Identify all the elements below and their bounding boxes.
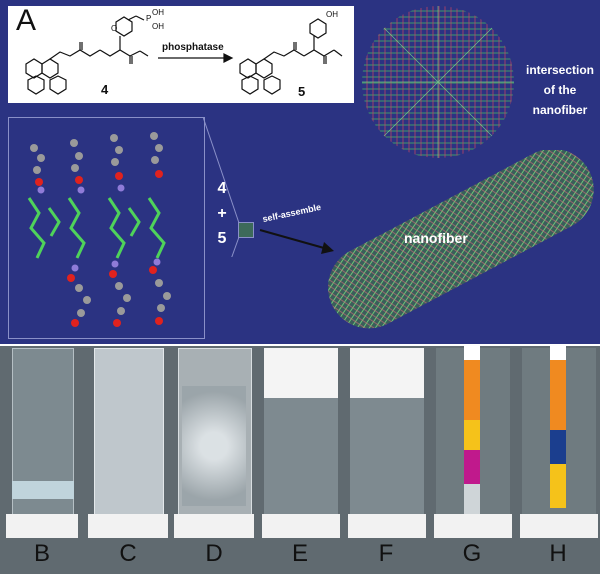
intersection-label: intersection of the nanofiber xyxy=(525,63,594,117)
vial-b-gel xyxy=(12,481,74,499)
vial-d-label: D xyxy=(205,540,223,567)
vial-c-cap xyxy=(88,514,168,538)
vial-f-gel xyxy=(350,348,424,398)
vial-e-glass xyxy=(264,398,338,518)
vial-f: F xyxy=(344,346,428,574)
vial-e: E xyxy=(258,346,342,574)
vial-f-cap xyxy=(348,514,426,538)
ph-strip-h-top xyxy=(550,346,566,360)
self-assemble-label: self-assemble xyxy=(261,201,322,225)
vial-g: G xyxy=(430,346,514,574)
panel-vials: B C D E F xyxy=(0,346,600,574)
ph-strip-h-orange xyxy=(550,360,566,430)
vial-c: C xyxy=(86,346,170,574)
vial-b-cap xyxy=(6,514,78,538)
atom-o: O xyxy=(111,24,118,33)
ph-strip-g-top xyxy=(464,346,480,360)
vial-d-bubbles xyxy=(182,386,246,506)
vial-h: H xyxy=(516,346,600,574)
vial-g-cap xyxy=(434,514,512,538)
mix-compound-5: 5 xyxy=(217,230,227,247)
group-oh-5: OH xyxy=(326,10,338,19)
group-oh-1: OH xyxy=(152,8,164,17)
fiber-segment xyxy=(238,222,254,238)
nanofiber-label: nanofiber xyxy=(404,230,468,246)
ph-strip-g-bottom xyxy=(464,484,480,514)
vial-b: B xyxy=(0,346,84,574)
compound-4-label: 4 xyxy=(101,82,109,97)
vial-c-label: C xyxy=(119,540,137,567)
ph-strip-g-magenta xyxy=(464,450,480,484)
vial-d: D xyxy=(172,346,256,574)
enzyme-label: phosphatase xyxy=(162,42,224,53)
vial-b-glass xyxy=(12,348,74,530)
mix-plus: + xyxy=(217,205,227,222)
mix-compound-4: 4 xyxy=(217,180,227,197)
panel-letter-a: A xyxy=(16,4,37,37)
vial-h-label: H xyxy=(549,540,567,567)
vial-g-label: G xyxy=(462,540,482,567)
atom-p: P xyxy=(146,14,152,23)
nanofiber-side-view xyxy=(328,150,594,329)
nanofiber-cross-section xyxy=(362,6,514,158)
vial-e-gel xyxy=(264,348,338,398)
vial-d-cap xyxy=(174,514,254,538)
molecular-model-drawing xyxy=(27,132,171,327)
vial-e-cap xyxy=(262,514,340,538)
molecular-model xyxy=(8,117,205,339)
vial-f-glass xyxy=(350,398,424,518)
compound-5-label: 5 xyxy=(298,84,306,99)
vial-h-cap xyxy=(520,514,598,538)
ph-strip-g-yellow xyxy=(464,420,480,450)
ph-strip-h-blue xyxy=(550,430,566,464)
ph-strip-h-yellow xyxy=(550,464,566,508)
vial-f-label: F xyxy=(378,540,394,567)
ph-strip-g-orange xyxy=(464,360,480,420)
vial-e-label: E xyxy=(291,540,308,567)
reaction-scheme: A xyxy=(8,4,354,103)
reaction-structures xyxy=(25,15,343,95)
self-assemble-arrow xyxy=(259,229,334,254)
group-oh-2: OH xyxy=(152,22,164,31)
panel-a: A xyxy=(0,0,600,344)
vial-c-glass xyxy=(94,348,164,530)
vial-b-label: B xyxy=(33,540,50,567)
zoom-lines xyxy=(203,117,240,257)
